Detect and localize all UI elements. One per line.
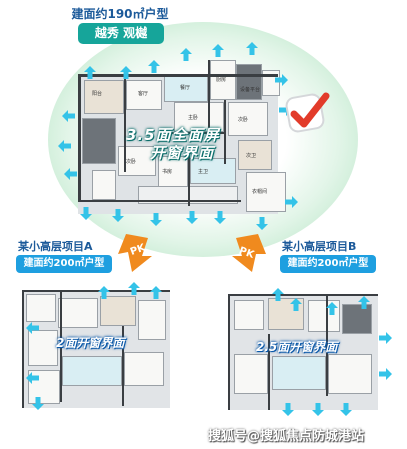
- room-label: 书房: [162, 169, 173, 175]
- project-a-floor-plan: [22, 290, 172, 410]
- room-label: 次卫: [246, 153, 257, 159]
- room-label: 阳台: [92, 91, 103, 97]
- project-b-badge: 建面约200㎡户型: [280, 255, 376, 273]
- project-b-title: 某小高层项目B: [282, 240, 357, 253]
- pk-label: PK: [129, 242, 148, 258]
- project-a-title: 某小高层项目A: [18, 240, 93, 253]
- project-b-headline: 2.5面开窗界面: [256, 340, 338, 354]
- room-label: 厨房: [216, 77, 227, 83]
- top-plan-headline: 3.5面全面屏: [126, 126, 220, 144]
- room-label: 次卧: [238, 117, 249, 123]
- pk-arrow-icon: PK: [118, 234, 152, 272]
- watermark: 搜狐号@搜狐焦点防城港站: [208, 429, 365, 444]
- project-a-headline: 2面开窗界面: [56, 336, 125, 350]
- room-label: 次卧: [126, 159, 137, 165]
- room-label: 餐厅: [180, 85, 191, 91]
- room-label: 衣帽间: [252, 189, 268, 195]
- check-mark-icon: [285, 92, 330, 133]
- top-plan-subheadline: 开窗界面: [150, 144, 215, 162]
- room-label: 主卫: [198, 169, 209, 175]
- room-label: 设备平台: [240, 87, 261, 93]
- pk-label: PK: [237, 245, 256, 261]
- project-a-badge: 建面约200㎡户型: [16, 255, 112, 273]
- room-label: 客厅: [138, 91, 149, 97]
- top-floor-plan: 阳台 客厅 餐厅 厨房 主卧 次卧 次卧 书房 主卫 次卫 衣帽间 设备平台: [78, 60, 290, 220]
- room-label: 主卧: [188, 115, 199, 121]
- top-plan-title: 建面约190㎡户型: [71, 7, 169, 21]
- pk-arrow-icon: PK: [232, 234, 266, 272]
- top-plan-badge: 越秀 观樾: [78, 23, 164, 44]
